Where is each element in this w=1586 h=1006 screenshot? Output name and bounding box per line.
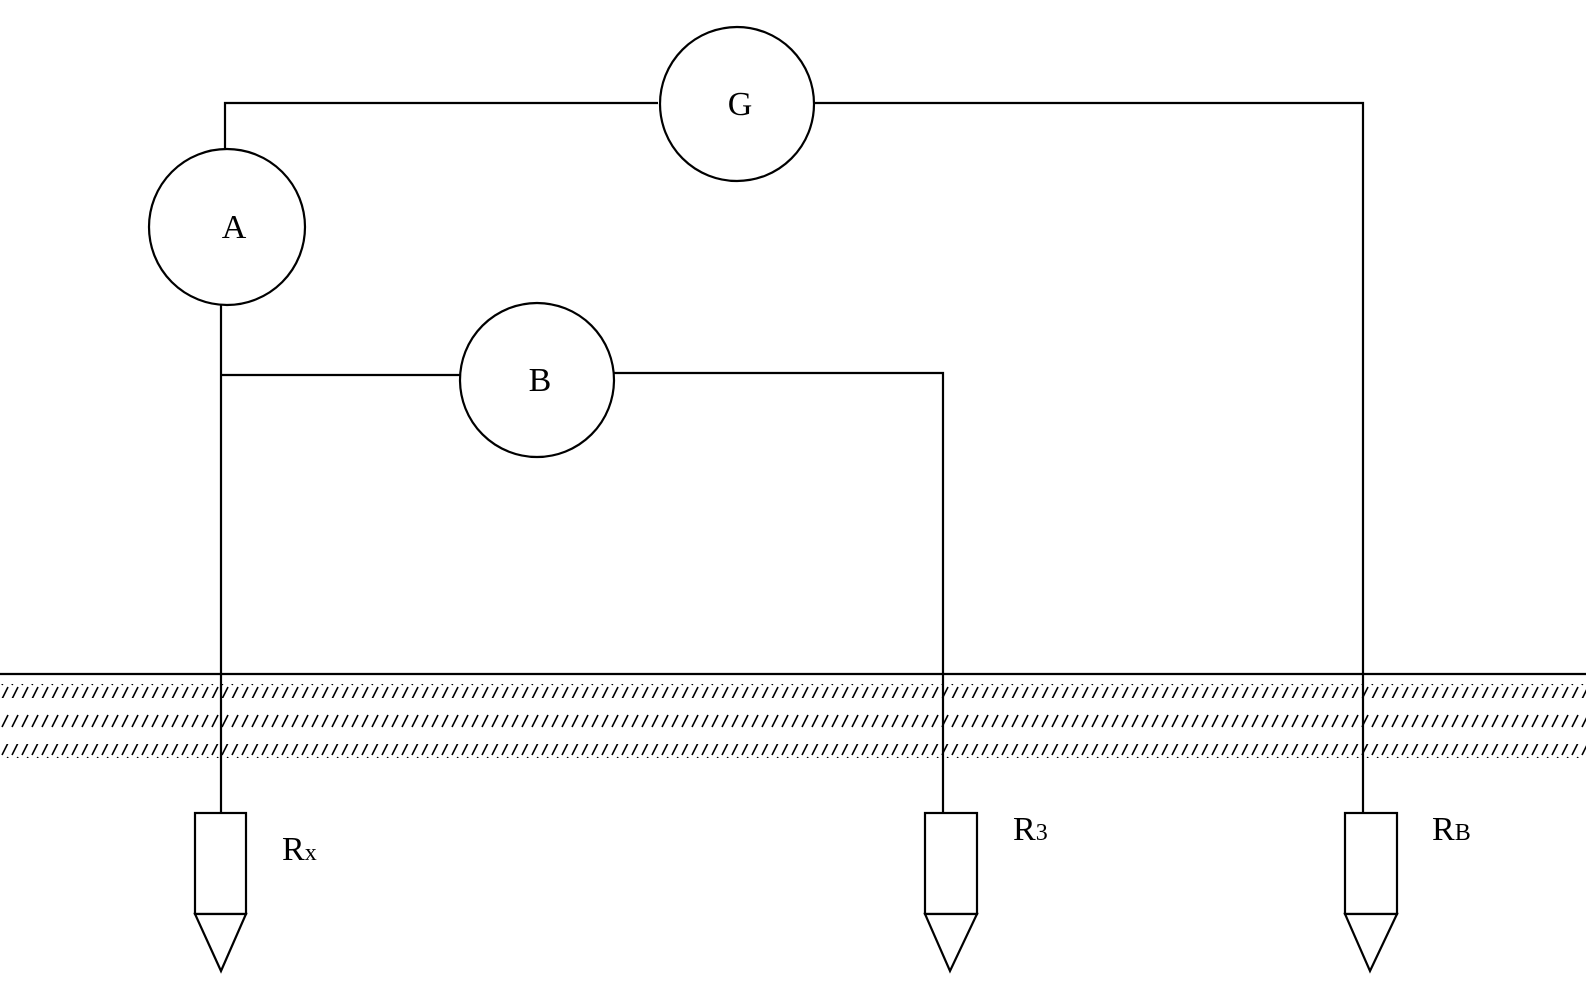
wire-a-to-g: [223, 101, 658, 149]
electrode-r3-body: [923, 811, 979, 916]
electrode-rx-body: [193, 811, 248, 916]
electrode-rx-label: Rx: [282, 831, 317, 868]
instrument-g-circle: [658, 25, 816, 183]
electrode-rb-label: RB: [1432, 811, 1471, 848]
electrode-r3-label: R3: [1013, 811, 1048, 848]
electrode-rb: [1343, 811, 1399, 974]
soil-hatch-band-2: [0, 714, 1586, 728]
electrode-rx: [193, 811, 248, 974]
wire-g-to-rb: [812, 101, 1365, 813]
electrode-rx-tip: [193, 912, 248, 974]
instrument-b: B: [458, 301, 616, 459]
instrument-a-label: A: [222, 209, 247, 246]
electrode-r3-tip: [923, 912, 979, 974]
instrument-g: G: [658, 25, 816, 183]
instrument-g-label: G: [728, 86, 753, 123]
soil-hatch-band-1: [0, 684, 1586, 698]
electrode-rb-body: [1343, 811, 1399, 916]
instrument-a-circle: [147, 147, 307, 307]
electrode-rb-tip: [1343, 912, 1399, 974]
instrument-b-circle: [458, 301, 616, 459]
soil-hatch-band-3: [0, 744, 1586, 758]
instrument-a: A: [147, 147, 307, 307]
electrode-r3: [923, 811, 979, 974]
wire-b-to-r3: [614, 371, 945, 813]
instrument-b-label: B: [529, 362, 552, 399]
